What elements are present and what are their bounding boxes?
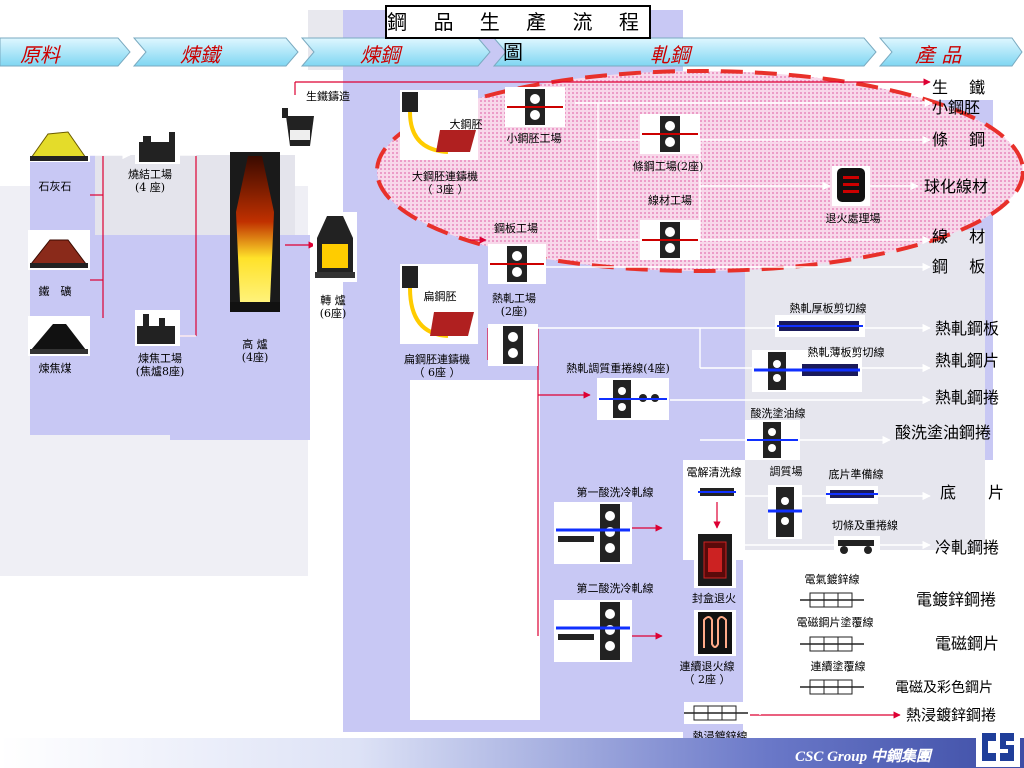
label-hot-strip-mill: 熱軋工場 (2座) xyxy=(492,292,536,318)
label-slab-caster: 扁鋼胚連鑄機 （ 6座 ） xyxy=(404,353,470,379)
sinter-plant-icon xyxy=(135,128,180,164)
product-hot-rolled-plate: 熱軋鋼板 xyxy=(935,319,1000,338)
base-prep-icon xyxy=(826,486,878,504)
electro-galv-icon xyxy=(800,590,864,610)
bg-panel-white-inner xyxy=(410,380,540,720)
label-continuous-coating: 連續塗覆線 xyxy=(810,660,866,673)
hot-plate-shear-icon xyxy=(775,315,865,337)
annealing-furnace-icon xyxy=(832,166,870,206)
stage-label-raw: 原料 xyxy=(20,43,60,67)
product-electrical-color-steel: 電磁及彩色鋼片 xyxy=(895,680,993,696)
label-annealing: 退火處理場 xyxy=(825,212,881,225)
hot-strip-mill-icon xyxy=(488,324,538,366)
label-bar-mill: 條鋼工場(2座) xyxy=(632,160,704,173)
stage-arrow-rolling xyxy=(492,37,877,67)
label-converter: 轉 爐 (6座) xyxy=(319,294,347,320)
coking-coal-pile xyxy=(28,316,90,356)
csc-logo-icon xyxy=(976,727,1020,767)
product-spheroidized-wire: 球化線材 xyxy=(924,177,989,196)
label-electrolytic-cleaning: 電解清洗線 xyxy=(686,466,742,479)
electrical-coating-icon xyxy=(800,634,864,654)
pig-iron-casting-icon xyxy=(280,100,320,150)
stage-label-product: 產 品 xyxy=(915,43,962,67)
stage-label-rolling: 軋鋼 xyxy=(650,43,690,67)
label-electro-galv: 電氣鍍鋅線 xyxy=(804,573,860,586)
label-slitting: 切條及重捲線 xyxy=(832,519,898,532)
slitting-icon xyxy=(834,536,880,556)
label-batch-annealing: 封盒退火 xyxy=(692,592,736,605)
product-pickled-oiled-coil: 酸洗塗油鋼捲 xyxy=(895,423,992,442)
label-bloom: 大鋼胚 xyxy=(449,118,483,131)
product-bar: 條 鋼 xyxy=(932,130,986,149)
product-electrical-steel: 電磁鋼片 xyxy=(935,634,1000,653)
limestone-pile xyxy=(28,122,90,162)
coke-plant-icon xyxy=(135,310,180,346)
temper-mill-icon xyxy=(768,485,802,539)
stage-label-iron: 煉鐵 xyxy=(180,43,220,67)
pickle-cold-1-icon xyxy=(554,502,632,564)
label-sinter-plant: 燒結工場 (4 座) xyxy=(128,168,172,194)
page-title: 鋼 品 生 產 流 程 圖 xyxy=(385,5,651,64)
stage-arrow-product xyxy=(878,37,1023,67)
label-slab: 扁鋼胚 xyxy=(423,290,457,303)
hot-sheet-shear-icon xyxy=(752,350,862,392)
label-hot-recoil: 熱軋調質重捲線(4座) xyxy=(566,362,670,375)
product-pig-iron: 生 鐵 xyxy=(932,78,986,97)
label-coking-coal: 煉焦煤 xyxy=(38,362,72,375)
blast-furnace-icon xyxy=(230,152,280,312)
label-plate-mill: 鋼板工場 xyxy=(494,222,538,235)
label-iron-ore: 鐵 礦 xyxy=(38,285,72,298)
slab-caster-icon xyxy=(400,264,478,344)
label-wire-mill: 線材工場 xyxy=(648,194,692,207)
product-hot-rolled-sheet: 熱軋鋼片 xyxy=(935,351,1000,370)
continuous-coating-icon xyxy=(800,677,864,697)
electrolytic-cleaning-icon xyxy=(698,484,736,502)
continuous-annealing-icon xyxy=(694,610,736,656)
label-pickle-cold-1: 第一酸洗冷軋線 xyxy=(576,486,654,499)
label-electrical-coating: 電磁鋼片塗覆線 xyxy=(796,616,874,629)
billet-mill-icon xyxy=(505,87,565,127)
label-coke-plant: 煉焦工場 (焦爐8座) xyxy=(135,352,185,378)
label-billet-mill: 小鋼胚工場 xyxy=(506,132,562,145)
footer-band xyxy=(0,738,1024,768)
converter-icon xyxy=(313,212,357,282)
plate-mill-icon xyxy=(488,244,546,284)
hot-recoil-icon xyxy=(597,378,669,420)
product-billet: 小鋼胚 xyxy=(932,98,981,117)
stage-label-steel: 煉鋼 xyxy=(360,43,400,67)
product-wire-rod: 線 材 xyxy=(932,227,986,246)
iron-ore-pile xyxy=(28,230,90,270)
product-hot-rolled-coil: 熱軋鋼捲 xyxy=(935,388,1000,407)
product-hot-dip-galvanized-coil: 熱浸鍍鋅鋼捲 xyxy=(906,706,997,724)
label-hot-plate-shear: 熱軋厚板剪切線 xyxy=(789,302,867,315)
bar-mill-icon xyxy=(640,114,700,154)
label-temper-mill: 調質場 xyxy=(769,465,803,478)
stage-arrow-iron xyxy=(132,37,299,67)
wire-mill-icon xyxy=(640,220,700,260)
footer-brand: CSC Group 中鋼集團 xyxy=(795,749,931,765)
label-limestone: 石灰石 xyxy=(38,180,72,193)
label-pickling-oiling: 酸洗塗油線 xyxy=(750,407,806,420)
label-pig-iron-casting: 生鐵鑄造 xyxy=(306,90,350,103)
hot-dip-galv-icon xyxy=(684,702,748,724)
label-bloom-caster: 大鋼胚連鑄機 （ 3座 ） xyxy=(412,170,478,196)
product-cold-rolled-coil: 冷軋鋼捲 xyxy=(935,538,1000,557)
product-blackplate: 底 片 xyxy=(940,483,1005,502)
label-hot-sheet-shear: 熱軋薄板剪切線 xyxy=(807,346,885,359)
product-plate: 鋼 板 xyxy=(932,257,986,276)
stage-arrow-raw xyxy=(0,37,131,67)
label-continuous-annealing: 連續退火線 （ 2座 ） xyxy=(679,660,735,686)
product-electrogalvanized-coil: 電鍍鋅鋼捲 xyxy=(916,590,997,609)
pickle-cold-2-icon xyxy=(554,600,632,662)
label-base-prep: 底片準備線 xyxy=(828,468,884,481)
bloom-caster-icon xyxy=(400,90,478,160)
label-blast-furnace: 高 爐 (4座) xyxy=(241,338,269,364)
stage-arrows xyxy=(0,37,1023,67)
pickling-oiling-icon xyxy=(745,420,800,460)
label-pickle-cold-2: 第二酸洗冷軋線 xyxy=(576,582,654,595)
batch-annealing-icon xyxy=(694,532,736,588)
